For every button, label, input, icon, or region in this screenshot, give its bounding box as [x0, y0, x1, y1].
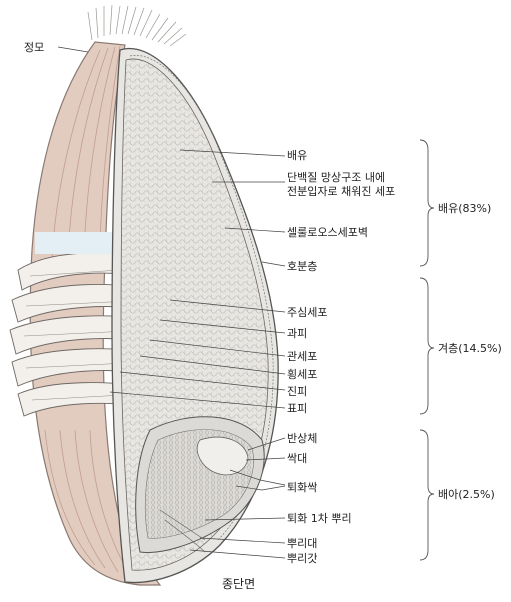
caption-longitudinal-section: 종단면: [222, 575, 255, 592]
brush-hairs: [88, 5, 186, 46]
label-tube-cells: 관세포: [287, 350, 317, 363]
label-endosperm: 배유: [287, 149, 307, 162]
label-primary-root: 퇴화 1차 뿌리: [287, 512, 352, 525]
label-group-endosperm: 배유(83%): [438, 202, 491, 215]
label-cellulose-wall: 셀룰로오스세포벽: [287, 226, 368, 239]
label-group-bran: 겨층(14.5%): [438, 342, 502, 355]
label-hairs: 정모: [24, 41, 44, 54]
group-braces: [420, 140, 434, 560]
label-coleoptile: 퇴화싹: [287, 481, 317, 494]
label-hypodermis: 진피: [287, 385, 307, 398]
label-root-cap: 뿌리갓: [287, 552, 317, 565]
label-radicle: 뿌리대: [287, 537, 317, 550]
label-cross-cells: 횡세포: [287, 368, 317, 381]
label-nucellar: 주심세포: [287, 306, 327, 319]
label-scutellum: 반상체: [287, 432, 317, 445]
label-pericarp: 과피: [287, 327, 307, 340]
label-group-germ: 배아(2.5%): [438, 488, 495, 501]
label-protein-matrix-1: 단백질 망상구조 내에: [287, 171, 385, 184]
label-protein-matrix-2: 전분입자로 채워진 세포: [287, 185, 395, 198]
label-shoot: 싹대: [287, 452, 307, 465]
label-aleurone: 호분층: [287, 260, 317, 273]
label-epidermis: 표피: [287, 402, 307, 415]
